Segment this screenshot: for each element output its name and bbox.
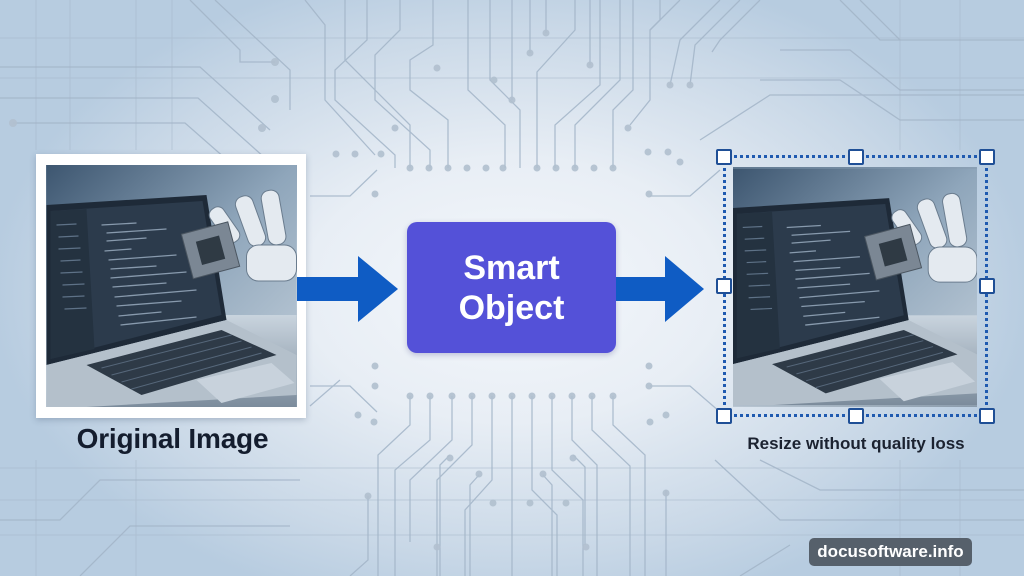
watermark-badge: docusoftware.info bbox=[809, 538, 972, 566]
watermark-text: docusoftware.info bbox=[817, 542, 964, 561]
resize-handle-bottom-right[interactable] bbox=[979, 408, 995, 424]
resize-handle-top-right[interactable] bbox=[979, 149, 995, 165]
resize-handle-middle-left[interactable] bbox=[716, 278, 732, 294]
laptop-robot-chip-photo-icon bbox=[733, 167, 977, 407]
smart-object-label-line1: Smart bbox=[463, 248, 560, 287]
resize-handle-top-center[interactable] bbox=[848, 149, 864, 165]
original-image-frame bbox=[36, 154, 306, 418]
selection-dashed-border bbox=[723, 155, 988, 417]
smart-object-label-line2: Object bbox=[458, 288, 565, 327]
resize-handle-top-left[interactable] bbox=[716, 149, 732, 165]
resize-handle-bottom-center[interactable] bbox=[848, 408, 864, 424]
arrow-right-icon bbox=[616, 256, 704, 322]
smart-object-box: Smart Object bbox=[407, 222, 616, 353]
arrow-right-icon bbox=[297, 256, 398, 322]
resize-handle-bottom-left[interactable] bbox=[716, 408, 732, 424]
resize-handle-middle-right[interactable] bbox=[979, 278, 995, 294]
original-image-label: Original Image bbox=[76, 423, 269, 454]
resized-image-selection[interactable] bbox=[716, 149, 995, 424]
laptop-robot-chip-photo-icon bbox=[46, 165, 297, 407]
resize-caption: Resize without quality loss bbox=[747, 434, 965, 453]
